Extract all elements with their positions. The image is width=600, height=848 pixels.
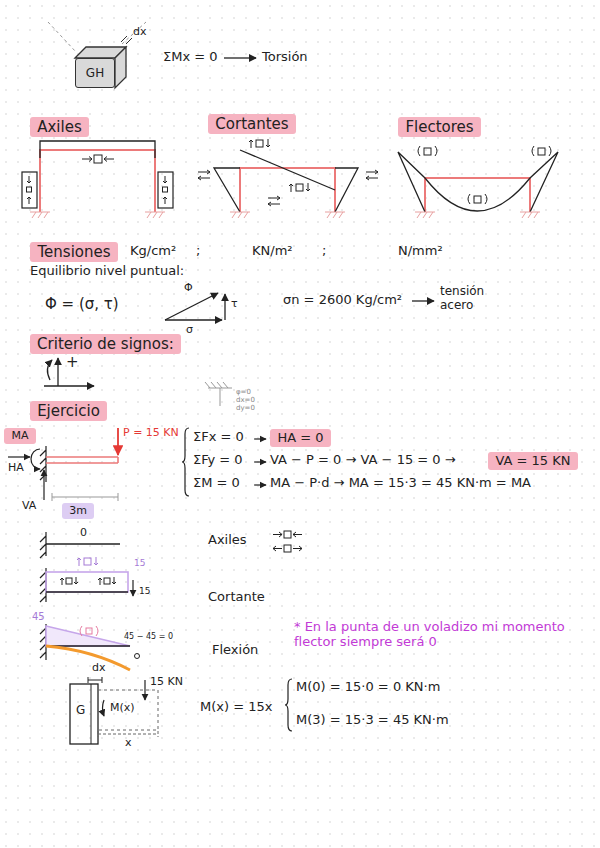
note-text: * En la punta de un voladizo mi momento … bbox=[294, 620, 594, 650]
reaction-label: MA bbox=[4, 428, 36, 444]
bending-diagram bbox=[40, 624, 140, 670]
node-text: 3m bbox=[68, 504, 88, 517]
section-heading: Tensiones bbox=[30, 242, 118, 262]
section-heading: Criterio de signos: bbox=[30, 334, 181, 354]
support-condition: dy=0 bbox=[236, 404, 255, 412]
dimension-label: 3m bbox=[62, 503, 94, 519]
brace bbox=[182, 428, 189, 496]
separator: ; bbox=[196, 244, 200, 259]
vector-label: σ bbox=[186, 324, 193, 337]
equation: ΣFx = 0 bbox=[193, 430, 244, 445]
reaction-label: VA bbox=[22, 500, 36, 513]
unit-label: KN/m² bbox=[252, 244, 293, 259]
stress-vectors bbox=[165, 293, 225, 320]
dimension-label: x bbox=[125, 737, 132, 750]
node-text: Ejercicio bbox=[36, 402, 101, 420]
dimension-label: dx bbox=[133, 26, 147, 39]
equation: MA − P·d → MA = 15·3 = 45 KN·m = MA bbox=[270, 476, 531, 491]
result-highlight: HA = 0 bbox=[270, 429, 331, 447]
section-label: G bbox=[76, 704, 85, 718]
fixed-support bbox=[205, 382, 232, 406]
arrow bbox=[412, 300, 434, 301]
note-text: tensión acero bbox=[440, 285, 502, 313]
equation: M(x) = 15x bbox=[200, 700, 272, 715]
node-text: VA = 15 KN bbox=[494, 453, 572, 469]
equation: ΣM = 0 bbox=[193, 476, 240, 491]
element-cube bbox=[75, 47, 126, 88]
diagram-name: Axiles bbox=[208, 533, 247, 548]
node-text: MA bbox=[10, 429, 30, 442]
equation: Φ = (σ, τ) bbox=[45, 296, 119, 313]
shear-frame bbox=[198, 139, 378, 218]
brace bbox=[285, 679, 292, 731]
load-label: P = 15 KN bbox=[123, 427, 179, 440]
axial-frame bbox=[22, 141, 173, 218]
diagram-value: 45 bbox=[32, 611, 45, 623]
dx-ticks bbox=[121, 36, 132, 44]
axial-diagram bbox=[40, 531, 302, 558]
diagram-value: 0 bbox=[80, 527, 87, 540]
equation: VA − P = 0 → VA − 15 = 0 → bbox=[270, 453, 456, 468]
diagram-value: 15 bbox=[134, 558, 145, 568]
unit-label: N/mm² bbox=[398, 244, 443, 259]
section-drawing bbox=[70, 677, 158, 744]
node-text: GH bbox=[86, 66, 104, 80]
vector-label: Φ bbox=[184, 282, 193, 295]
equation-arrows bbox=[254, 439, 266, 485]
node-text: Criterio de signos: bbox=[36, 335, 175, 353]
equation: M(0) = 15·0 = 0 KN·m bbox=[296, 680, 440, 695]
equation: σn = 2600 Kg/cm² bbox=[283, 293, 402, 308]
section-heading: Axiles bbox=[30, 117, 89, 137]
section-heading: Ejercicio bbox=[30, 401, 107, 421]
sign-label: + bbox=[66, 354, 79, 371]
node-text: Flectores bbox=[404, 118, 475, 136]
load-label: 15 KN bbox=[150, 676, 183, 689]
equation: ΣFy = 0 bbox=[193, 453, 243, 468]
diagram-name: Cortante bbox=[208, 590, 265, 605]
unit-label: Kg/cm² bbox=[130, 244, 176, 259]
note-text: Torsión bbox=[262, 50, 308, 65]
node-text: Tensiones bbox=[36, 243, 112, 261]
cantilever bbox=[8, 428, 118, 501]
support-condition: dx=0 bbox=[236, 396, 255, 404]
node-text: HA = 0 bbox=[276, 430, 325, 446]
node-text: Cortantes bbox=[214, 115, 290, 133]
note-text: Equilibrio nivel puntual: bbox=[30, 264, 184, 279]
section-heading: Flectores bbox=[398, 117, 481, 137]
element-cube-face: GH bbox=[75, 58, 115, 88]
diagram-value: 45 − 45 = 0 bbox=[124, 632, 173, 641]
result-highlight: VA = 15 KN bbox=[488, 452, 578, 470]
diagram-name: Flexión bbox=[212, 643, 258, 658]
moment-label: M(x) bbox=[110, 702, 135, 715]
equation: ΣMx = 0 bbox=[163, 50, 218, 65]
section-heading: Cortantes bbox=[208, 114, 296, 134]
node-text: Axiles bbox=[36, 118, 83, 136]
axis-lines bbox=[48, 22, 146, 52]
equation: M(3) = 15·3 = 45 KN·m bbox=[296, 713, 449, 728]
arrow bbox=[224, 57, 256, 58]
support-condition: φ=0 bbox=[236, 388, 251, 396]
moment-frame bbox=[398, 146, 558, 218]
reaction-label: HA bbox=[8, 462, 24, 475]
dimension-label: dx bbox=[92, 662, 106, 675]
diagram-value: 15 bbox=[139, 586, 150, 596]
shear-diagram bbox=[40, 557, 133, 602]
separator: ; bbox=[322, 244, 326, 259]
vector-label: τ bbox=[231, 298, 238, 311]
